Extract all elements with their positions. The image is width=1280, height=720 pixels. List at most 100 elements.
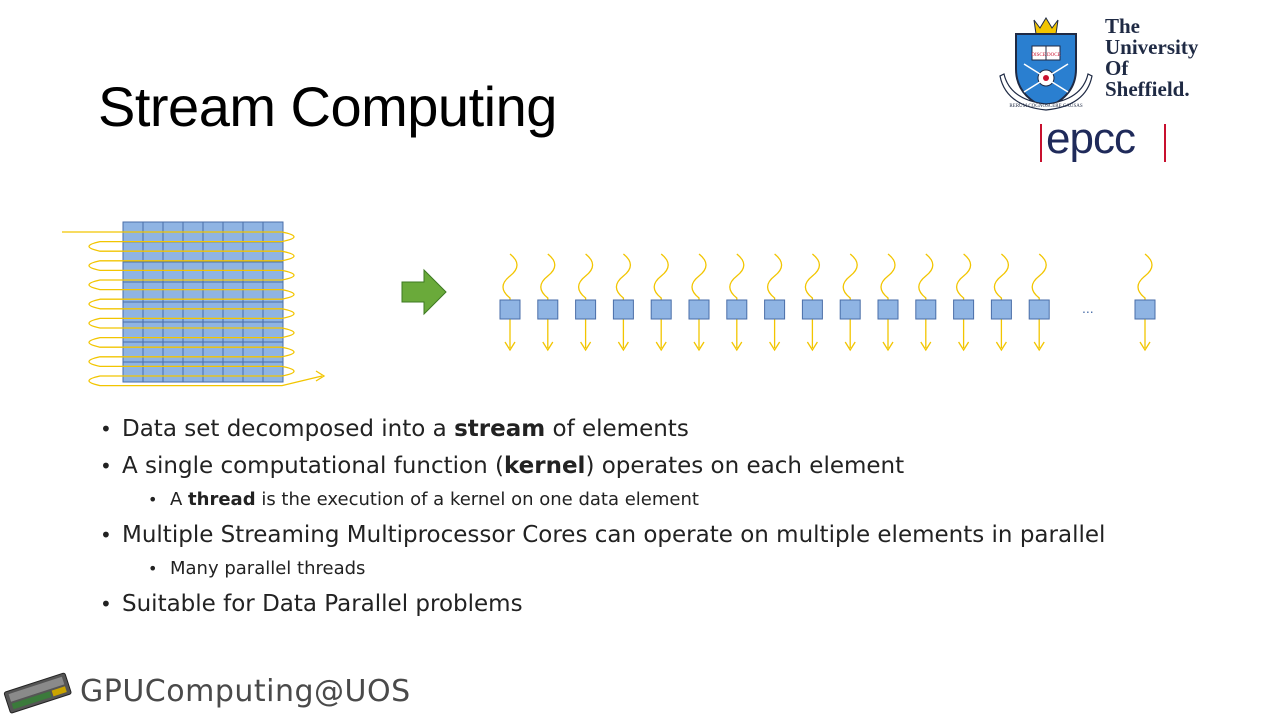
thread-arrowhead [1033,341,1045,352]
thread-line [1137,253,1153,348]
stream-element [688,253,710,352]
stream-element [990,253,1012,352]
grid-cell [222,321,244,343]
grid-cell [142,321,164,343]
grid-cell [162,241,184,263]
bullet-item: Many parallel threads [148,558,1200,580]
thread-line [653,253,669,348]
bullet-item: A single computational function (kernel)… [100,452,1200,480]
element-cell [801,299,823,320]
grid-cell [262,261,284,283]
bullet-text: A [170,489,189,510]
grid-cell [182,361,204,383]
grid-cell [122,261,144,283]
grid-cell [222,361,244,383]
element-cell [839,299,861,320]
grid-cell [122,361,144,383]
grid-cell [242,321,264,343]
grid-cell [142,361,164,383]
thread-line [615,253,632,348]
bullet-text: of elements [545,416,689,442]
element-cell [764,299,786,320]
grid-cell [142,241,164,263]
element-cell [877,299,899,320]
grid-cell [162,361,184,383]
thread-arrowhead [958,341,970,352]
stream-element [953,253,975,352]
stream-element [839,253,861,352]
stream-element [801,253,823,352]
grid-cell [122,241,144,263]
university-crest-icon: DISCE DOCE RERUM COGNOSCERE CAUSAS [999,17,1093,111]
grid-cell [122,341,144,363]
element-cell [688,299,710,320]
stream-element [915,253,937,352]
element-cell [953,299,975,320]
grid-cell [202,361,224,383]
bullet-text: Multiple Streaming Multiprocessor Cores … [122,522,1106,548]
bullet-bold-term: kernel [503,453,586,479]
grid-cell [262,341,284,363]
grid-cell [142,341,164,363]
bullet-bold-term: stream [454,416,546,442]
bullet-text: Suitable for Data Parallel problems [122,591,523,617]
stream-ellipsis: ... [1082,300,1094,316]
stream-diagram [62,221,1156,387]
thread-arrowhead [315,370,326,382]
stream-element [726,253,748,352]
thread-line [842,253,858,348]
serpentine-thread-path [62,231,326,387]
thread-line [918,253,934,348]
crest-motto: DISCE DOCE [1031,53,1060,58]
stream-element [650,253,672,352]
data-grid [122,221,284,383]
thread-line [729,253,745,348]
stream-element [499,253,521,352]
element-cell [726,299,748,320]
element-cell [499,299,521,320]
grid-cell [162,341,184,363]
bullet-item: Data set decomposed into a stream of ele… [100,415,1200,443]
grid-cell [262,321,284,343]
transform-arrow-icon [401,268,447,316]
grid-cell [242,241,264,263]
stream-element [537,253,559,352]
stream-element [612,253,634,352]
grid-cell [202,341,224,363]
bullet-list: Data set decomposed into a stream of ele… [100,415,1200,627]
thread-arrowhead [693,341,705,352]
thread-line [691,253,707,348]
thread-line [1031,253,1047,348]
thread-line [955,253,972,348]
gpucomputing-logo: GPUComputing@UOS [80,674,411,709]
bullet-item: Suitable for Data Parallel problems [100,590,1200,618]
grid-cell [242,341,264,363]
thread-arrowhead [504,341,516,352]
university-line: Sheffield. [1105,77,1190,101]
bullet-text: ) operates on each element [585,453,905,479]
grid-cell [222,241,244,263]
thread-arrowhead [995,341,1007,352]
slide-title: Stream Computing [98,75,557,138]
grid-cell [262,361,284,383]
bullet-item: A thread is the execution of a kernel on… [148,489,1200,511]
thread-arrowhead [806,341,818,352]
stream-element [764,253,786,352]
bullet-bold-term: thread [188,489,256,510]
grid-cell [242,261,264,283]
thread-line [540,253,556,348]
grid-cell [222,261,244,283]
bullet-text: Data set decomposed into a [122,416,455,442]
university-wordmark: The University Of Sheffield. [1105,16,1198,100]
grid-cell [222,341,244,363]
grid-cell [182,341,204,363]
thread-arrowhead [882,341,894,352]
crest-scroll-text: RERUM COGNOSCERE CAUSAS [1009,104,1083,109]
grid-cell [182,241,204,263]
grid-cell [142,261,164,283]
thread-arrowhead [844,341,856,352]
thread-arrowhead [769,341,781,352]
grid-cell [202,241,224,263]
element-cell [612,299,634,320]
university-line: The [1105,14,1141,38]
